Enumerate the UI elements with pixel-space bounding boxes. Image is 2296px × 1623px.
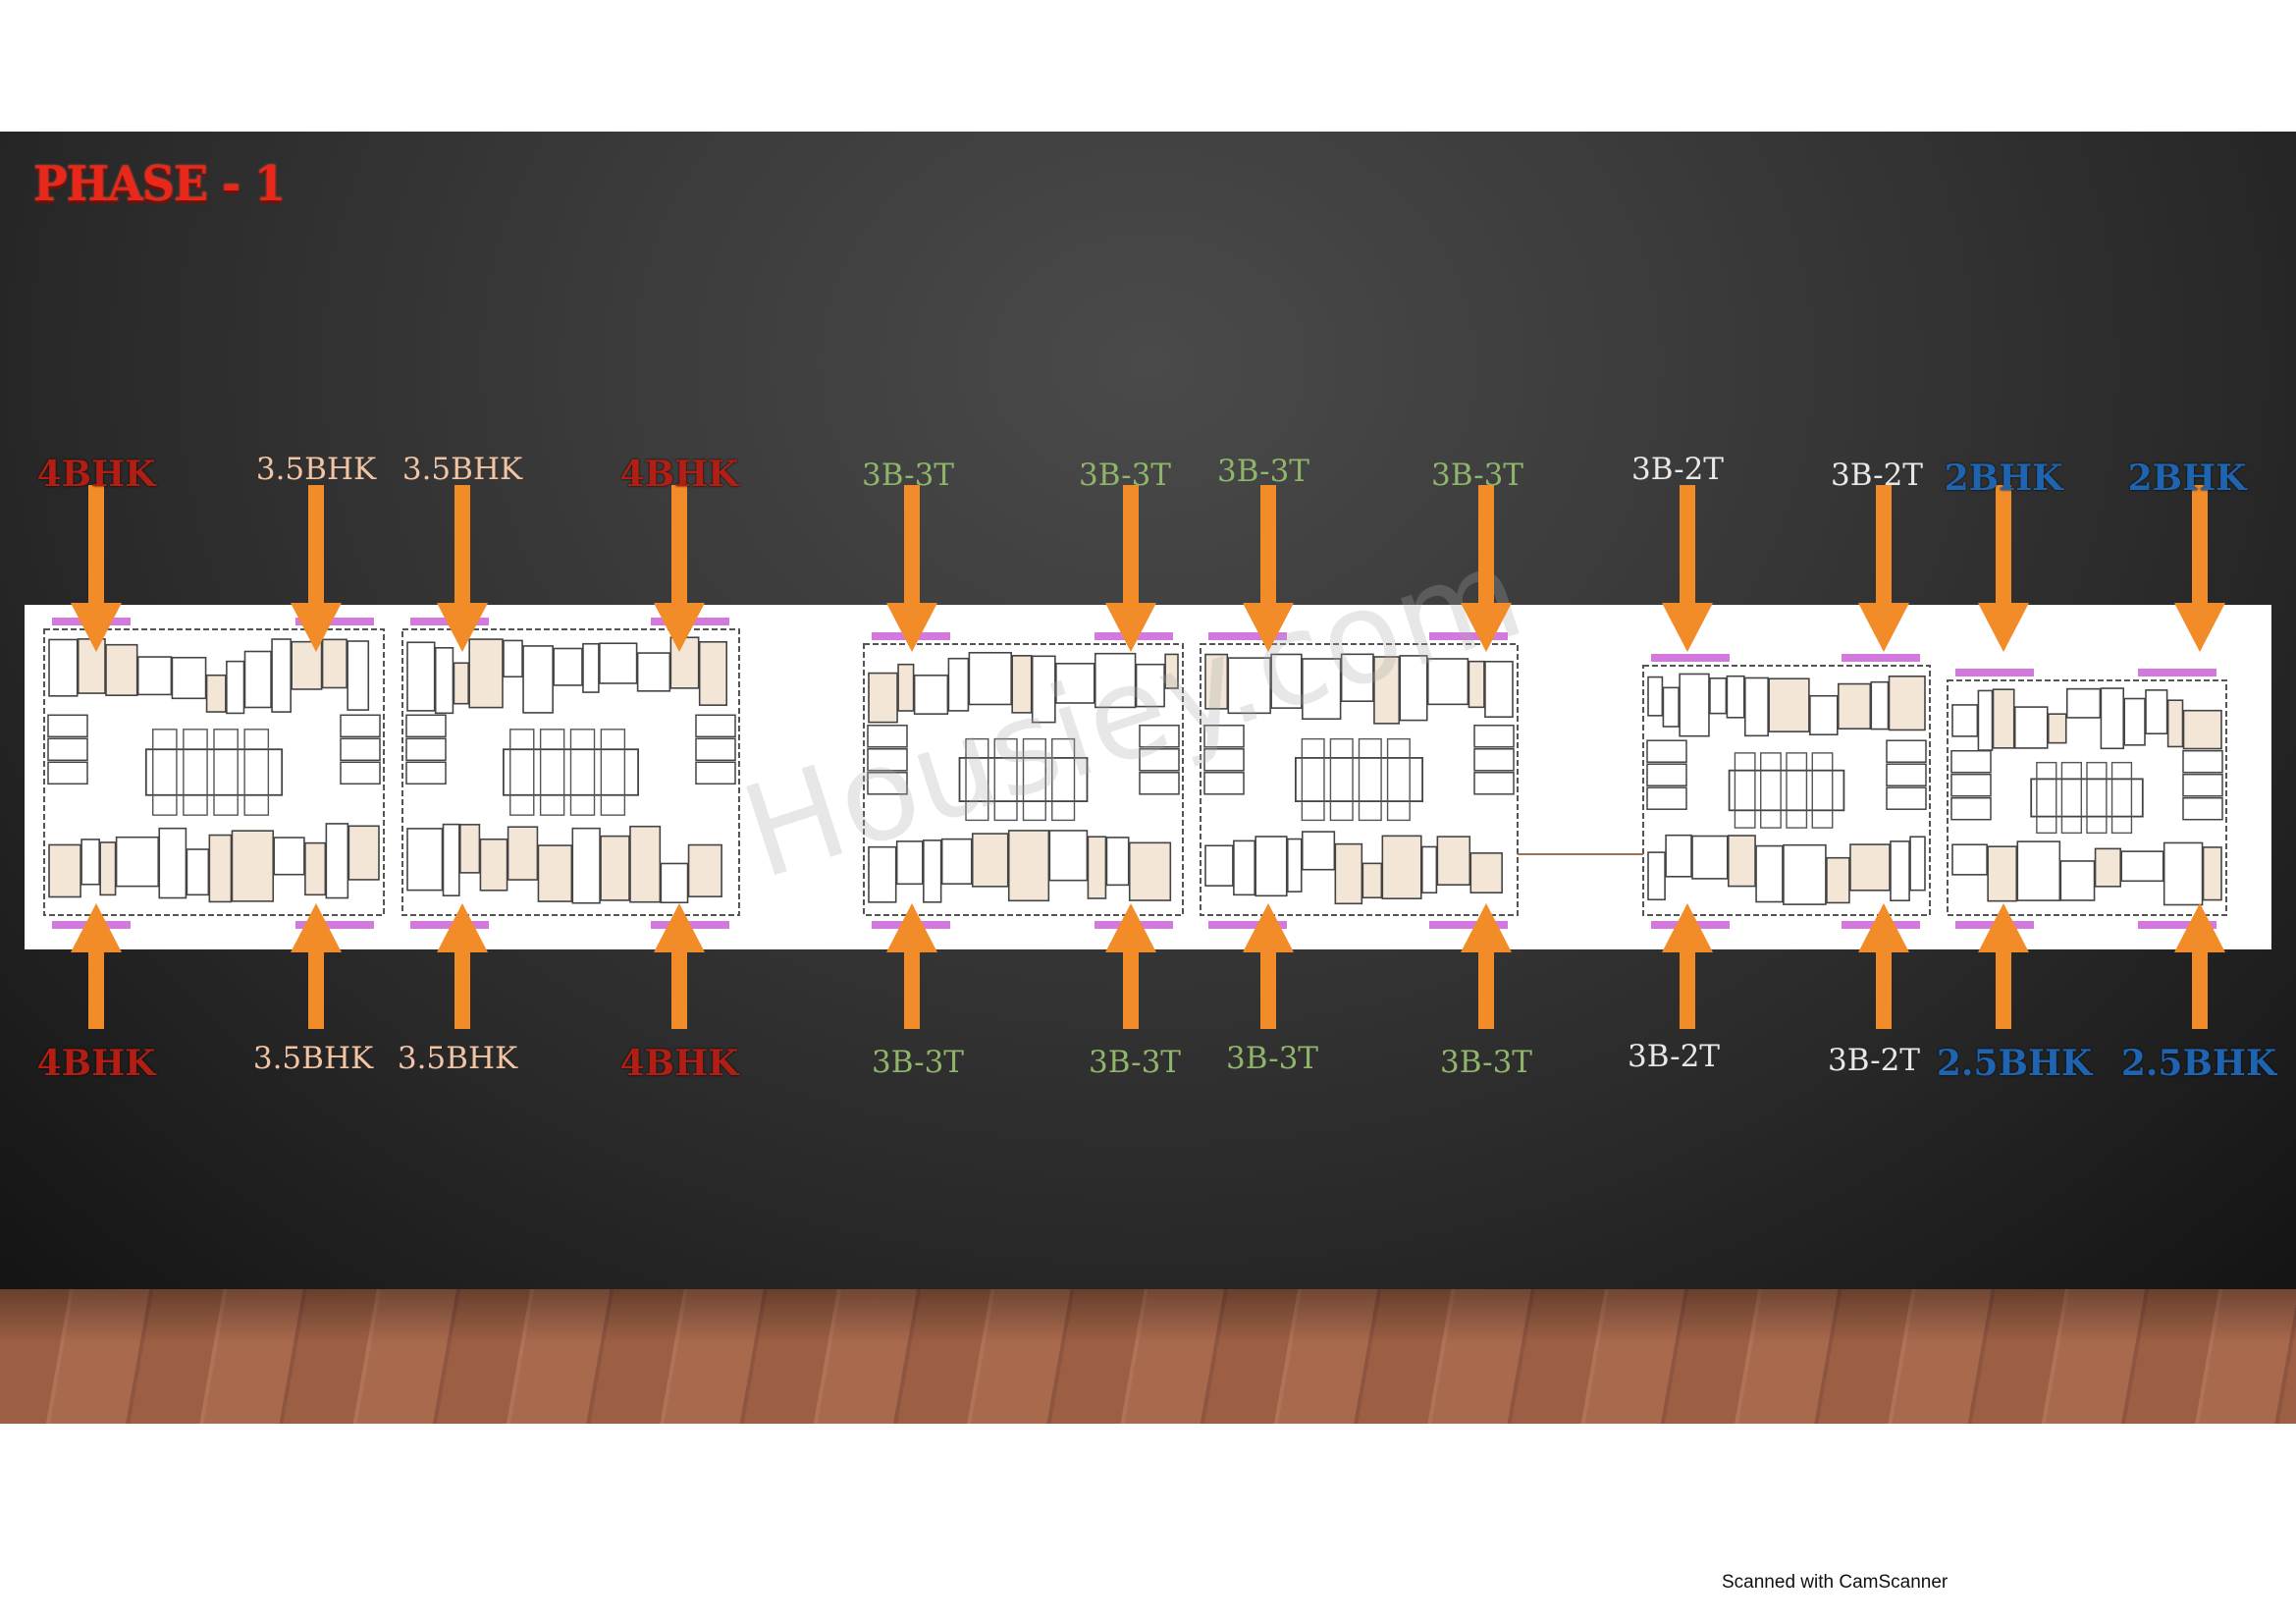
unit-tag	[1955, 669, 2034, 676]
floor-plan-block	[1200, 632, 1519, 929]
unit-tag	[872, 632, 950, 640]
unit-tag	[2138, 669, 2216, 676]
bottom-label-2bhk: 2.5BHK	[1936, 1043, 2093, 1084]
top-label-3-5bhk: 3.5BHK	[255, 452, 377, 487]
bottom-label-3b-3t: 3B-3T	[1089, 1045, 1181, 1080]
bottom-label-4bhk: 4BHK	[619, 1043, 739, 1084]
top-label-4bhk: 4BHK	[36, 454, 156, 495]
floor-plan-block	[43, 618, 385, 929]
bottom-label-3-5bhk: 3.5BHK	[397, 1041, 518, 1076]
unit-tag	[1842, 654, 1920, 662]
unit-tag	[52, 618, 131, 625]
bottom-label-3b-2t: 3B-2T	[1828, 1043, 1920, 1078]
unit-tag	[651, 618, 729, 625]
unit-tag	[1095, 921, 1173, 929]
bottom-label-3b-3t: 3B-3T	[872, 1045, 964, 1080]
unit-tag	[295, 618, 374, 625]
unit-tag	[1429, 921, 1508, 929]
top-label-2bhk: 2BHK	[1944, 458, 2063, 499]
top-label-3b-3t: 3B-3T	[1217, 454, 1309, 489]
phase-title: PHASE - 1	[33, 155, 286, 212]
top-label-3b-3t: 3B-3T	[1079, 458, 1171, 493]
floor-plan-block	[1947, 669, 2227, 929]
unit-tag	[295, 921, 374, 929]
bottom-label-2bhk: 2.5BHK	[2120, 1043, 2277, 1084]
unit-tag	[52, 921, 131, 929]
bottom-label-4bhk: 4BHK	[36, 1043, 156, 1084]
unit-tag	[1955, 921, 2034, 929]
top-label-3-5bhk: 3.5BHK	[401, 452, 523, 487]
top-label-3b-3t: 3B-3T	[862, 458, 954, 493]
top-label-2bhk: 2BHK	[2127, 458, 2247, 499]
unit-tag	[1208, 921, 1287, 929]
unit-tag	[1842, 921, 1920, 929]
unit-tag	[1651, 921, 1730, 929]
unit-tag	[651, 921, 729, 929]
unit-tag	[2138, 921, 2216, 929]
bottom-label-3b-3t: 3B-3T	[1226, 1041, 1318, 1076]
bottom-label-3b-3t: 3B-3T	[1440, 1045, 1532, 1080]
floor-plan-block	[401, 618, 740, 929]
scanner-footer: Scanned with CamScanner	[1722, 1572, 1949, 1593]
top-label-3b-3t: 3B-3T	[1431, 458, 1523, 493]
bottom-label-3-5bhk: 3.5BHK	[252, 1041, 374, 1076]
unit-tag	[410, 618, 489, 625]
wooden-floor	[0, 1289, 2296, 1424]
unit-tag	[410, 921, 489, 929]
floor-plan-block	[1642, 654, 1931, 929]
top-label-3b-2t: 3B-2T	[1631, 452, 1724, 487]
floor-plan-block	[863, 632, 1184, 929]
bottom-label-3b-2t: 3B-2T	[1628, 1039, 1720, 1074]
unit-tag	[1651, 654, 1730, 662]
top-label-3b-2t: 3B-2T	[1831, 458, 1923, 493]
unit-tag	[872, 921, 950, 929]
top-label-4bhk: 4BHK	[619, 454, 739, 495]
